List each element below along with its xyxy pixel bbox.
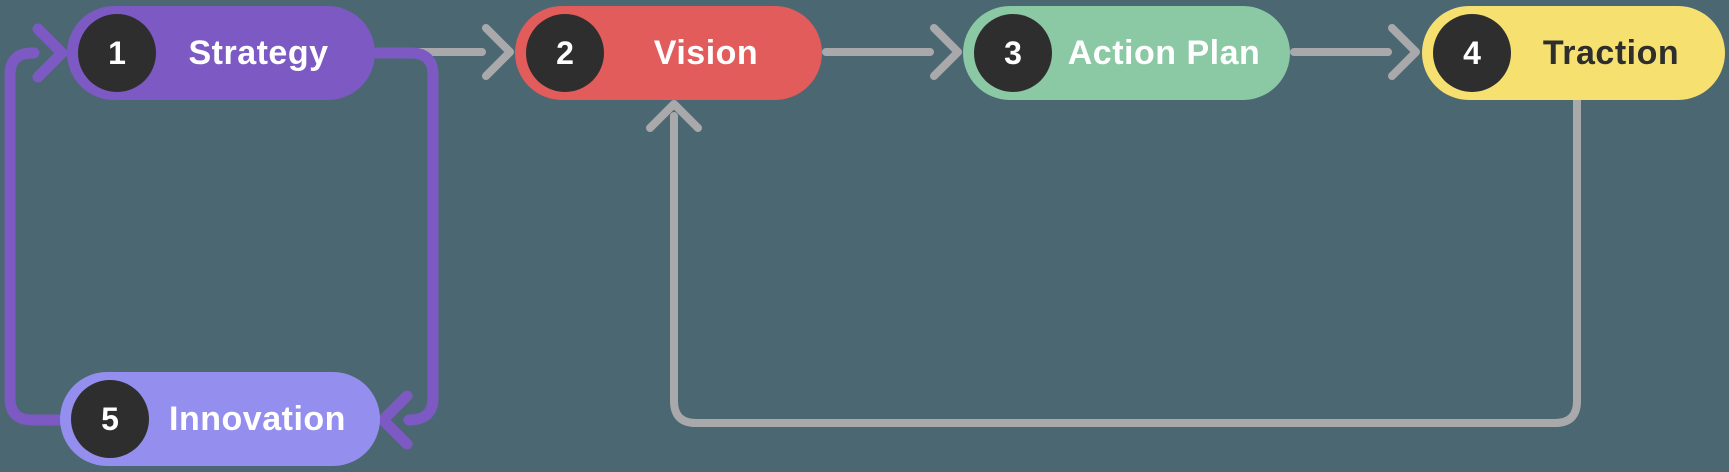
loop-line-strategy-to-innovation xyxy=(370,47,439,426)
step-number: 2 xyxy=(556,34,574,71)
node-label: Strategy xyxy=(188,33,329,72)
node-strategy[interactable]: 1 Strategy xyxy=(67,6,375,100)
step-number: 1 xyxy=(108,34,126,71)
step-number-badge: 3 xyxy=(974,14,1052,92)
node-label: Action Plan xyxy=(1067,33,1261,72)
arrowhead-traction-to-vision-icon xyxy=(646,100,702,132)
arrowhead-vision-to-action-plan-icon xyxy=(930,24,962,80)
arrowhead-action-plan-to-traction-icon xyxy=(1388,24,1420,80)
arrowhead-innovation-to-strategy-icon xyxy=(32,23,68,83)
arrowhead-strategy-to-innovation-icon xyxy=(377,390,413,450)
step-number-badge: 4 xyxy=(1433,14,1511,92)
step-number-badge: 2 xyxy=(526,14,604,92)
node-vision[interactable]: 2 Vision xyxy=(515,6,822,100)
node-label: Vision xyxy=(653,33,759,72)
step-number: 5 xyxy=(101,400,119,437)
step-number: 4 xyxy=(1463,34,1481,71)
node-innovation[interactable]: 5 Innovation xyxy=(60,372,380,466)
feedback-line-traction-to-vision xyxy=(670,96,1581,427)
arrowhead-strategy-to-vision-icon xyxy=(482,24,514,80)
node-label: Innovation xyxy=(169,399,346,438)
step-number: 3 xyxy=(1004,34,1022,71)
step-number-badge: 5 xyxy=(71,380,149,458)
loop-line-innovation-to-strategy xyxy=(4,47,68,426)
node-action-plan[interactable]: 3 Action Plan xyxy=(963,6,1290,100)
node-label: Traction xyxy=(1542,33,1680,72)
node-traction[interactable]: 4 Traction xyxy=(1422,6,1725,100)
step-number-badge: 1 xyxy=(78,14,156,92)
